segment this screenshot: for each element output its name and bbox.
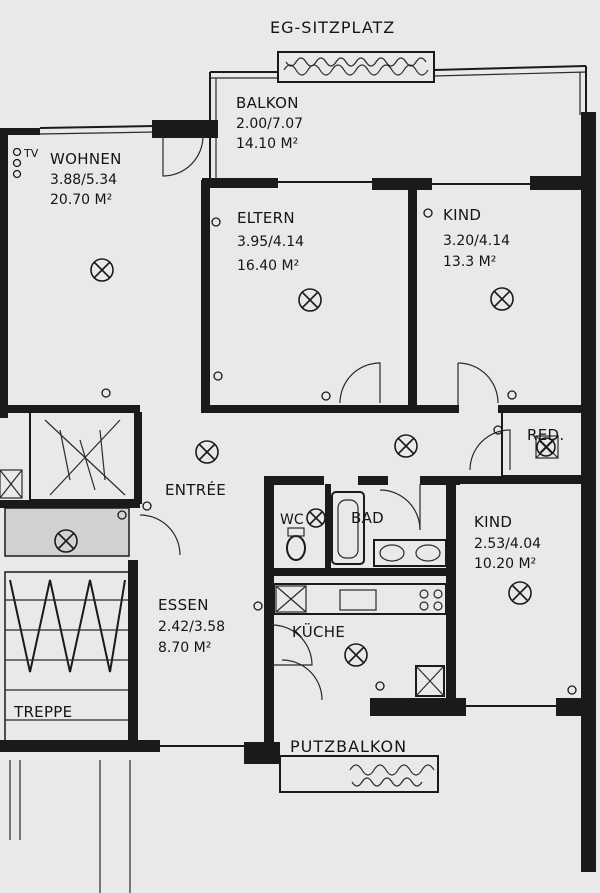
red-label: RED.: [527, 426, 564, 444]
walls: [0, 112, 596, 872]
room-dimensions: 2.00/7.07: [236, 116, 303, 132]
room-area: 20.70 M²: [50, 192, 112, 208]
wc-label: WC: [280, 512, 304, 528]
lamp-icon: [298, 288, 322, 312]
washbasins: [373, 539, 447, 567]
lamp-icon: [90, 258, 114, 282]
kitchen-counter: [273, 435, 559, 697]
room-area: 16.40 M²: [237, 258, 299, 274]
putzbalkon-label: PUTZBALKON: [290, 737, 407, 756]
putzbalkon-planter: [279, 755, 439, 793]
room-balkon: BALKON 2.00/7.07 14.10 M²: [236, 94, 303, 152]
kueche-label: KÜCHE: [292, 622, 345, 641]
lamp-icon: [508, 581, 532, 605]
sockets: [12, 147, 577, 695]
lamp-icon: [54, 529, 78, 553]
entree-label: ENTRÉE: [165, 480, 226, 499]
room-area: 13.3 M²: [443, 254, 496, 270]
sitzplatz-label: EG-SITZPLATZ: [270, 18, 395, 37]
room-dimensions: 3.95/4.14: [237, 234, 304, 250]
bad-label: BAD: [351, 509, 384, 527]
lamp-icon: [394, 434, 418, 458]
lamps: [54, 258, 556, 667]
room-dimensions: 3.88/5.34: [50, 172, 117, 188]
room-name: BALKON: [236, 94, 299, 112]
room-eltern: ELTERN 3.95/4.14 16.40 M²: [237, 209, 304, 274]
storage-cabinet: [0, 419, 126, 499]
room-essen: ESSEN 2.42/3.58 8.70 M²: [158, 596, 225, 656]
lamp-icon: [490, 287, 514, 311]
lamp-icon: [344, 643, 368, 667]
room-dimensions: 3.20/4.14: [443, 233, 510, 249]
room-area: 14.10 M²: [236, 136, 298, 152]
lamp-icon: [536, 437, 556, 457]
room-dimensions: 2.42/3.58: [158, 619, 225, 635]
room-name: WOHNEN: [50, 150, 122, 168]
bathtub: [331, 491, 365, 565]
room-kind-2: KIND 2.53/4.04 10.20 M²: [474, 513, 541, 572]
treppe-label: TREPPE: [13, 703, 72, 721]
room-name: ESSEN: [158, 596, 209, 614]
sitzplatz-planter: [277, 51, 435, 83]
room-dimensions: 2.53/4.04: [474, 536, 541, 552]
lamp-icon: [195, 440, 219, 464]
room-name: ELTERN: [237, 209, 295, 227]
room-name: KIND: [474, 513, 512, 531]
lamp-icon: [306, 508, 326, 528]
toilet: [286, 527, 306, 561]
doors: [139, 135, 511, 701]
room-wohnen: WOHNEN 3.88/5.34 20.70 M²: [50, 150, 122, 208]
room-area: 8.70 M²: [158, 640, 211, 656]
room-kind-1: KIND 3.20/4.14 13.3 M²: [443, 206, 510, 270]
room-name: KIND: [443, 206, 481, 224]
staircase: [4, 507, 131, 893]
tv-label: TV: [23, 147, 39, 160]
room-area: 10.20 M²: [474, 556, 536, 572]
